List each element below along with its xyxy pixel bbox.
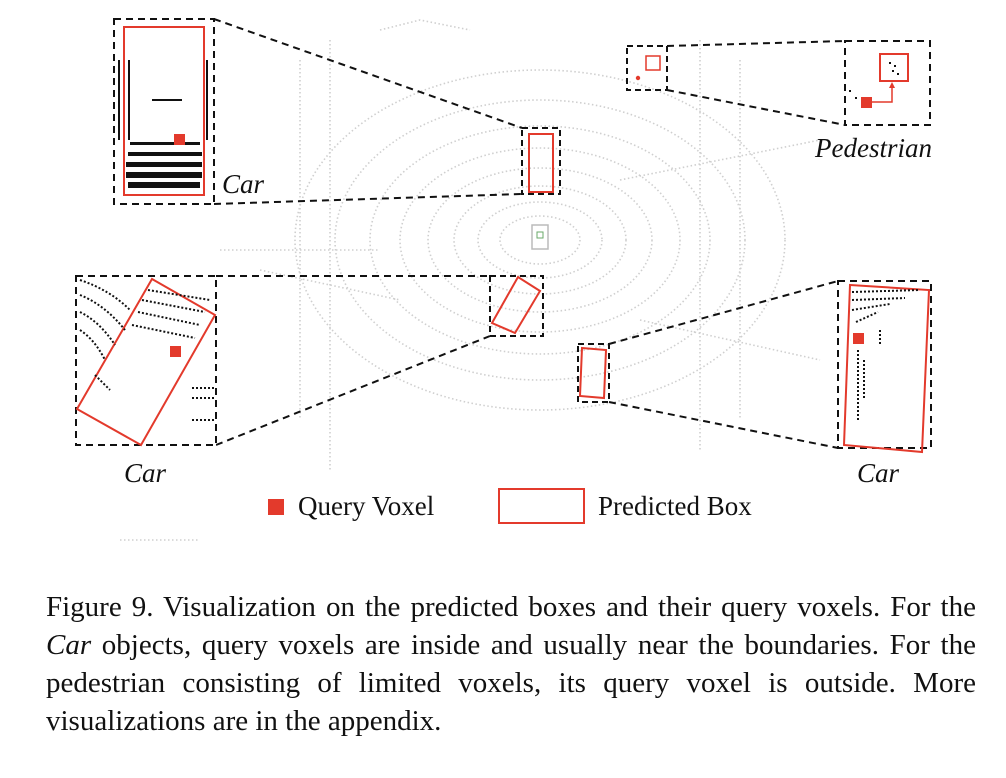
scene-boxes: [489, 45, 668, 403]
figure-visualization: [75, 18, 932, 541]
label-pedestrian: Pedestrian: [815, 133, 932, 163]
zoom-car-bottom-right: [837, 280, 932, 454]
legend-predicted-box-label: Predicted Box: [598, 491, 752, 521]
zoom-car-bottom-left: [75, 275, 217, 447]
label-car-bottom-right: Car: [857, 458, 900, 488]
zoom-pedestrian: [844, 40, 931, 126]
caption-suffix: objects, query voxels are inside and usu…: [46, 629, 976, 737]
legend-query-voxel-label: Query Voxel: [298, 491, 435, 521]
ego-vehicle: [531, 224, 549, 250]
caption-prefix: Figure 9. Visualization on the predicted…: [46, 591, 976, 623]
legend-query-voxel-swatch: [268, 499, 284, 515]
label-car-top-left: Car: [222, 169, 265, 199]
caption-emphasis: Car: [46, 629, 92, 661]
zoom-car-top-left: [113, 18, 215, 205]
legend-predicted-box-swatch: [498, 488, 585, 524]
lidar-scene: [120, 19, 821, 541]
label-car-bottom-left: Car: [124, 458, 167, 488]
connector-lines: [213, 18, 846, 449]
figure-caption: Figure 9. Visualization on the predicted…: [46, 588, 976, 740]
